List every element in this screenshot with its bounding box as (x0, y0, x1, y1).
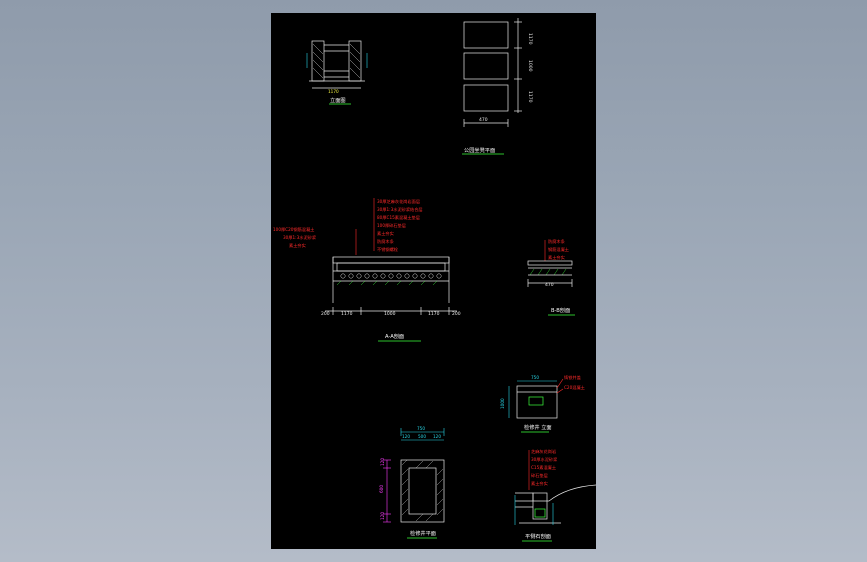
curb-section-title: 平侧石剖面 (525, 532, 551, 540)
mhe-dim-left: 1000 (500, 398, 505, 409)
mhp-dim-left-c: 120 (380, 512, 385, 520)
section-aa-view: 30厚芝麻灰花岗岩面层 30厚1:3水泥砂浆结合层 80厚C15素混凝土垫层 1… (273, 198, 461, 342)
mhs-note-5: 素土夯实 (531, 480, 548, 487)
aa-note-3: 80厚C15素混凝土垫层 (377, 214, 420, 221)
aa-note-4: 100厚碎石垫层 (377, 222, 406, 229)
aa-dim-c: 1170 (428, 311, 440, 317)
mhs-note-2: 30厚水泥砂浆 (531, 456, 558, 463)
mhs-note-4: 碎石垫层 (531, 472, 548, 479)
mhe-note-2: C20混凝土 (564, 384, 585, 391)
plan-dim-mid: 1000 (527, 60, 533, 72)
aa-dim-b: 1000 (384, 311, 396, 317)
aa-left-note-2: 30厚1:3水泥砂浆 (283, 234, 317, 241)
mhs-note-1: 芝麻灰花岗岩 (531, 448, 556, 455)
mhp-dim-c: 120 (433, 434, 441, 439)
cad-drawing: 1170 立面图 1170 1000 1170 470 公园坐凳平面 30厚芝麻… (273, 18, 596, 542)
aa-left-note-1: 100厚C20钢筋混凝土 (273, 226, 314, 233)
plan-title: 公园坐凳平面 (464, 146, 495, 154)
aa-note-5: 素土夯实 (377, 230, 394, 237)
plan-dim-width: 470 (479, 117, 488, 123)
aa-dim-a: 1170 (341, 311, 353, 317)
bb-note-1: 防腐木条 (548, 238, 566, 245)
aa-note-7: 不锈钢螺栓 (377, 246, 399, 253)
bb-dim-width: 470 (545, 282, 554, 288)
bb-note-3: 素土夯实 (548, 254, 565, 261)
plan-dim-top: 1170 (527, 33, 533, 45)
mhp-dim-b: 500 (418, 434, 426, 439)
manhole-plan-view: 750 120 500 120 120 600 120 检修井平面 (379, 426, 445, 539)
mhp-dim-left-a: 120 (380, 458, 385, 466)
aa-note-2: 30厚1:3水泥砂浆结合层 (377, 206, 423, 213)
svg-text:1170: 1170 (328, 89, 339, 94)
mhs-note-3: C15素混凝土 (531, 464, 556, 471)
section-aa-title: A-A剖面 (385, 332, 404, 340)
mhe-dim-top: 750 (531, 375, 539, 380)
mhe-note-1: 铸铁井盖 (564, 374, 581, 381)
drawing-sheet: 1170 立面图 1170 1000 1170 470 公园坐凳平面 30厚芝麻… (271, 13, 596, 549)
mhp-dim-left-b: 600 (379, 485, 384, 493)
aa-note-1: 30厚芝麻灰花岗岩面层 (377, 198, 420, 205)
elevation-title: 立面图 (330, 96, 346, 104)
manhole-elevation-view: 750 1000 铸铁井盖 C20混凝土 检修井 立面 (500, 374, 585, 433)
bb-note-2: 钢筋混凝土 (548, 246, 569, 253)
curb-section-view: 芝麻灰花岗岩 30厚水泥砂浆 C15素混凝土 碎石垫层 素土夯实 平侧石剖面 (514, 448, 596, 542)
mhp-dim-top: 750 (417, 426, 425, 431)
manhole-elevation-title: 检修井 立面 (524, 423, 552, 431)
mhp-dim-a: 120 (402, 434, 410, 439)
aa-left-note-3: 素土夯实 (289, 242, 306, 249)
plan-view: 1170 1000 1170 470 公园坐凳平面 (462, 18, 533, 155)
section-bb-view: 防腐木条 钢筋混凝土 素土夯实 470 B-B剖面 (527, 238, 575, 316)
plan-dim-bottom: 1170 (527, 91, 533, 103)
section-bb-title: B-B剖面 (551, 306, 570, 314)
manhole-plan-title: 检修井平面 (410, 529, 436, 537)
aa-note-6: 防腐木条 (377, 238, 395, 245)
elevation-view: 1170 立面图 (306, 40, 368, 105)
aa-dim-right: 200 (452, 311, 461, 317)
aa-dim-left: 200 (321, 311, 330, 317)
